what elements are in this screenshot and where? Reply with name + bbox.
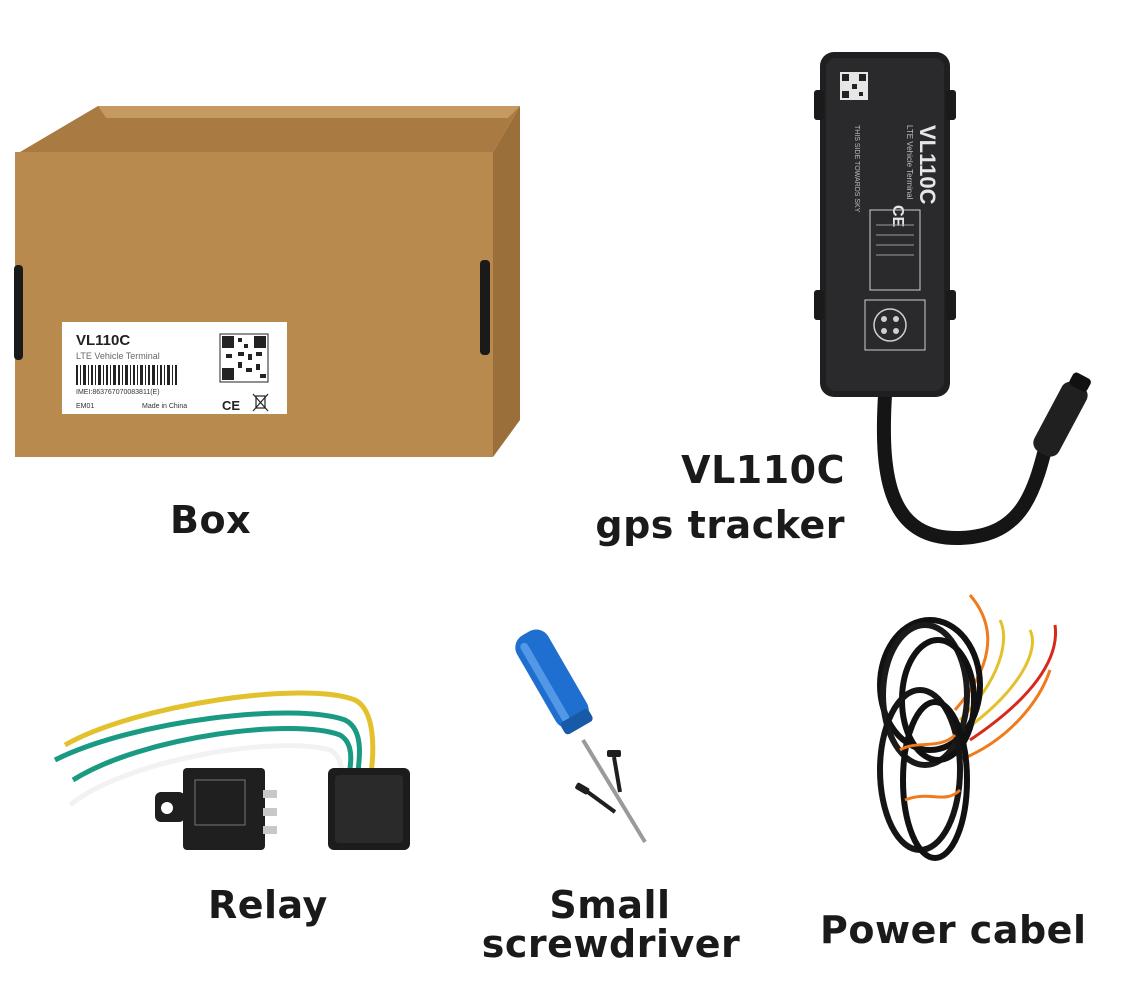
tracker-label-ce-mark: CE [889, 205, 906, 228]
tracker-caption-model: VL110C [681, 448, 845, 492]
cardboard-box-image: VL110C LTE Vehicle Terminal IMEI:8637670… [10, 100, 525, 470]
tracker-label-subtitle: LTE Vehicle Terminal [905, 125, 914, 200]
power-cable-caption: Power cabel [820, 908, 1087, 952]
box-label-model: VL110C [76, 332, 130, 349]
box-label-imei: IMEI:863767070083811(E) [76, 389, 160, 396]
screwdriver-caption-line2: screwdriver [481, 922, 741, 966]
relay-image [45, 680, 425, 860]
box-label-ce-mark: CE [222, 398, 240, 413]
tracker-caption-description: gps tracker [595, 503, 845, 547]
relay-caption: Relay [208, 883, 328, 927]
box-label-origin: Made in China [142, 403, 187, 410]
screwdriver-caption-line1: Small [549, 883, 671, 927]
box-label-code: EM01 [76, 403, 94, 410]
tracker-label-orientation: THIS SIDE TOWARDS SKY [853, 125, 860, 213]
box-caption: Box [170, 498, 252, 542]
qr-code-graphic [219, 333, 269, 383]
screwdriver-image [495, 620, 665, 850]
power-cable-image [860, 590, 1070, 880]
barcode-graphic [76, 365, 177, 385]
tracker-label-model: VL110C [915, 125, 940, 205]
tracker-qr-code-graphic [840, 72, 868, 100]
gps-tracker-image: VL110C LTE Vehicle Terminal CE THIS SIDE… [810, 50, 1110, 560]
waste-bin-icon [252, 393, 269, 412]
box-label-subtitle: LTE Vehicle Terminal [76, 351, 160, 361]
